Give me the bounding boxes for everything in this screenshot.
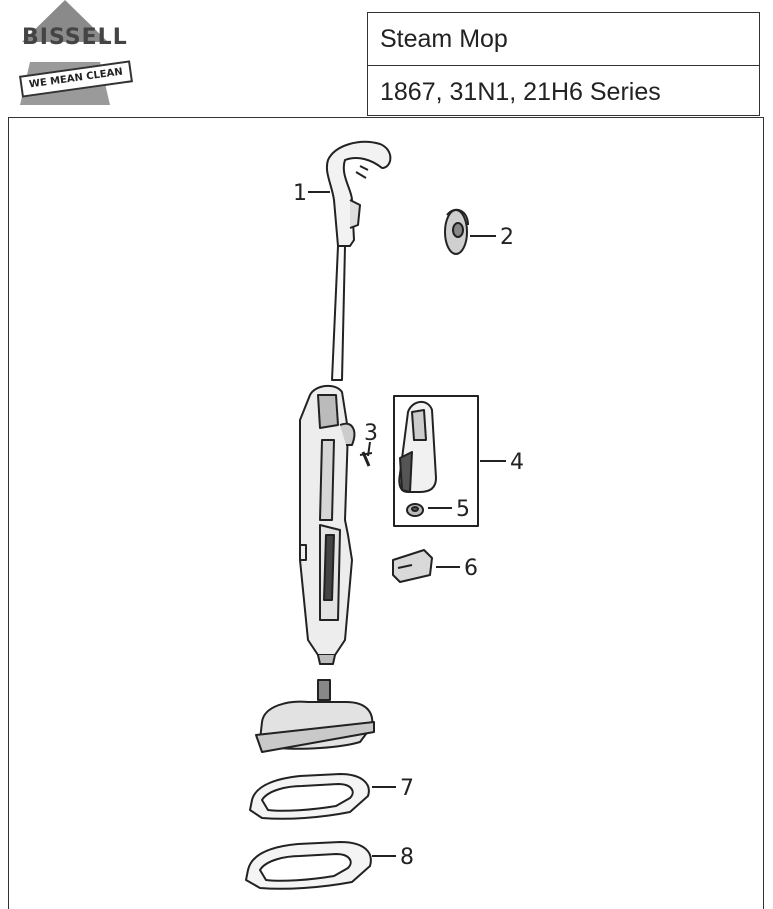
part-pad-tray bbox=[249, 773, 370, 820]
leader-lines bbox=[308, 191, 506, 857]
callout-2: 2 bbox=[500, 225, 514, 250]
part-water-tank bbox=[398, 401, 437, 493]
part-handle bbox=[325, 140, 392, 381]
part-cord-hook bbox=[392, 549, 433, 583]
part-main-body bbox=[299, 384, 356, 665]
callout-6: 6 bbox=[464, 556, 478, 581]
callout-3: 3 bbox=[364, 421, 378, 446]
diagram-frame bbox=[8, 117, 764, 909]
part-mop-pad bbox=[245, 841, 372, 890]
part-cap bbox=[444, 208, 469, 255]
part-screw bbox=[359, 451, 373, 467]
callout-8: 8 bbox=[400, 845, 414, 870]
title-block: Steam Mop 1867, 31N1, 21H6 Series bbox=[367, 12, 760, 116]
series-title: 1867, 31N1, 21H6 Series bbox=[368, 65, 759, 117]
part-4-group-box bbox=[393, 395, 479, 527]
part-tank-cap bbox=[406, 503, 424, 517]
callout-4: 4 bbox=[510, 450, 524, 475]
product-title: Steam Mop bbox=[380, 25, 508, 53]
part-mop-head bbox=[255, 679, 375, 753]
brand-logo: BISSELL WE MEAN CLEAN bbox=[10, 0, 133, 105]
callout-1: 1 bbox=[293, 181, 307, 206]
brand-name: BISSELL bbox=[22, 25, 128, 50]
callout-5: 5 bbox=[456, 497, 470, 522]
callout-7: 7 bbox=[400, 776, 414, 801]
